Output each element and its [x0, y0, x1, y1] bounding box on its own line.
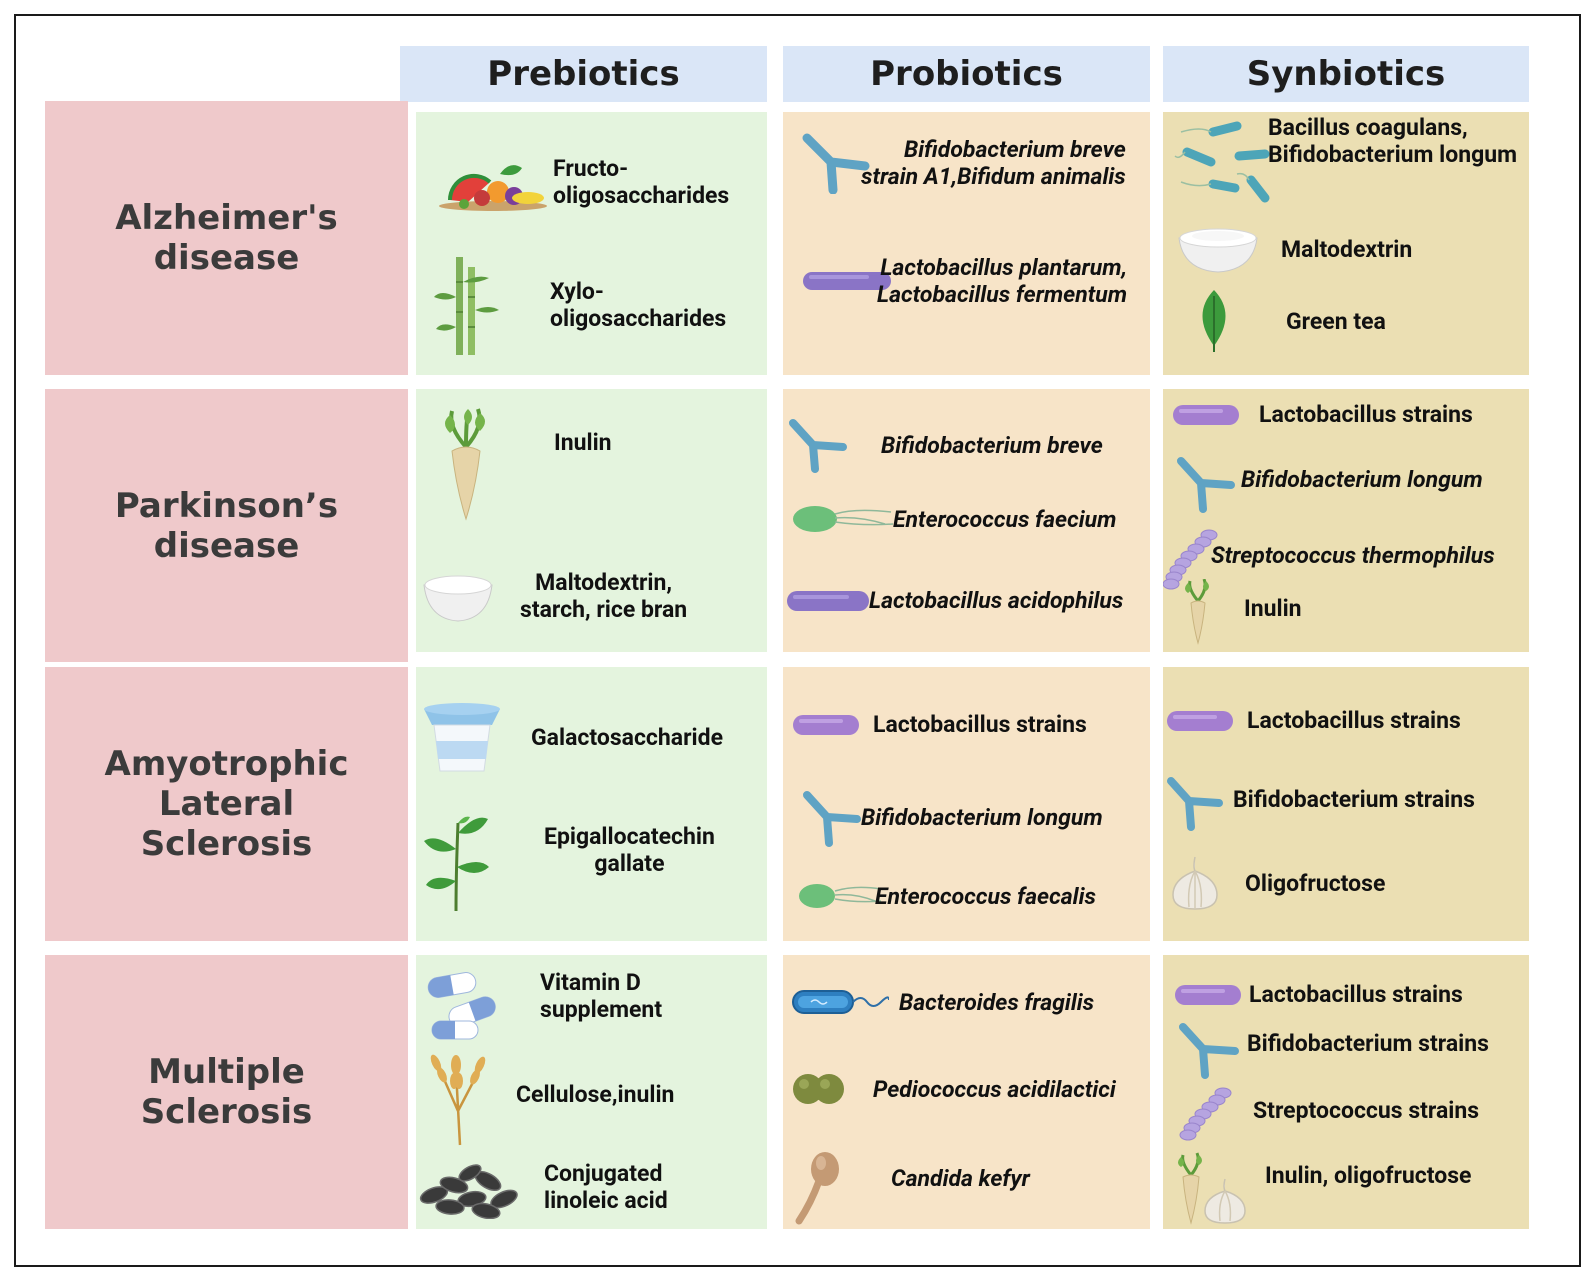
prebiotic-label: Conjugated linoleic acid: [544, 1160, 668, 1214]
bifidobacterium-icon: [1177, 457, 1235, 513]
yogurt-cup-icon: [424, 703, 500, 772]
synbiotic-label: Inulin, oligofructose: [1265, 1161, 1472, 1189]
cell-ms-probiotics: Bacteroides fragilis Pediococcus acidila…: [783, 955, 1150, 1229]
synbiotic-label: Bacillus coagulans, Bifidobacterium long…: [1268, 114, 1518, 168]
bifidobacterium-icon: [803, 791, 861, 847]
prebiotic-label: Epigallocatechin gallate: [544, 823, 715, 877]
probiotic-label: Pediococcus acidilactici: [873, 1075, 1116, 1103]
prebiotic-label: Maltodextrin, starch, rice bran: [520, 569, 688, 623]
bacteroides-icon: [792, 990, 889, 1014]
probiotic-label: Lactobacillus plantarum, Lactobacillus f…: [877, 254, 1128, 308]
cell-parkinsons-synbiotics: Lactobacillus strains Bifidobacterium lo…: [1163, 389, 1529, 652]
bifidobacterium-icon: [789, 419, 847, 473]
bifidobacterium-icon: [1167, 777, 1223, 831]
powder-bowl-icon: [1178, 228, 1258, 273]
probiotic-label: Bifidobacterium breve strain A1,Bifidum …: [861, 136, 1126, 190]
sunflower-seeds-icon: [419, 1164, 518, 1219]
synbiotic-label: Green tea: [1286, 307, 1386, 335]
synbiotic-label: Inulin: [1244, 594, 1302, 622]
tea-plant-icon: [424, 816, 489, 912]
cell-alzheimers-prebiotics: Fructo- oligosaccharides Xylo- oligosacc…: [416, 112, 767, 375]
bifidobacterium-icon: [1179, 1023, 1239, 1079]
disease-label-als: Amyotrophic Lateral Sclerosis: [45, 667, 408, 941]
lactobacillus-icon: [1173, 404, 1239, 425]
synbiotic-label: Lactobacillus strains: [1249, 981, 1463, 1008]
probiotic-label: Lactobacillus acidophilus: [869, 587, 1124, 614]
probiotic-label: Lactobacillus strains: [873, 711, 1087, 738]
candida-icon: [795, 1152, 839, 1225]
synbiotic-label: Bifidobacterium strains: [1233, 785, 1475, 813]
probiotic-label: Enterococcus faecium: [893, 505, 1117, 533]
powder-bowl-icon: [423, 575, 493, 622]
lactobacillus-icon: [787, 590, 869, 611]
lactobacillus-icon: [1167, 710, 1233, 731]
streptococcus-icon: [1179, 1087, 1232, 1141]
chicory-root-icon: [445, 408, 485, 521]
bamboo-icon: [434, 257, 499, 355]
disease-label-ms: Multiple Sclerosis: [45, 955, 408, 1229]
synbiotic-label: Streptococcus thermophilus: [1211, 541, 1495, 569]
probiotic-label: Bacteroides fragilis: [899, 988, 1095, 1016]
disease-label-alzheimers: Alzheimer's disease: [45, 101, 408, 375]
cell-als-synbiotics: Lactobacillus strains Bifidobacterium st…: [1163, 667, 1529, 941]
cell-alzheimers-synbiotics: Bacillus coagulans, Bifidobacterium long…: [1163, 112, 1529, 375]
prebiotic-label: Galactosaccharide: [531, 723, 723, 751]
prebiotic-label: Xylo- oligosaccharides: [550, 277, 727, 332]
lactobacillus-icon: [793, 714, 859, 735]
enterococcus-icon: [793, 506, 894, 532]
leaf-icon: [1202, 290, 1226, 352]
probiotic-label: Candida kefyr: [891, 1164, 1030, 1192]
chicory-garlic-icon: [1178, 1152, 1246, 1225]
cell-ms-prebiotics: Vitamin D supplement Cellulose,inulin: [416, 955, 767, 1229]
disease-label-parkinsons: Parkinson’s disease: [45, 389, 408, 662]
lactobacillus-icon: [803, 272, 891, 290]
prebiotic-label: Inulin: [554, 428, 612, 456]
prebiotic-label: Fructo- oligosaccharides: [553, 155, 730, 209]
synbiotic-label: Streptococcus strains: [1253, 1096, 1480, 1124]
prebiotic-label: Cellulose,inulin: [516, 1080, 675, 1108]
prebiotic-label: Vitamin D supplement: [540, 969, 663, 1023]
cell-parkinsons-probiotics: Bifidobacterium breve Enterococcus faeci…: [783, 389, 1150, 652]
bacillus-icon: [1174, 121, 1270, 203]
synbiotic-label: Oligofructose: [1245, 869, 1386, 897]
header-prebiotics: Prebiotics: [400, 46, 767, 102]
synbiotic-label: Lactobacillus strains: [1247, 707, 1461, 734]
cell-ms-synbiotics: Lactobacillus strains Bifidobacterium st…: [1163, 955, 1529, 1229]
probiotic-label: Bifidobacterium breve: [881, 431, 1103, 459]
bifidobacterium-icon: [802, 133, 870, 194]
cell-als-probiotics: Lactobacillus strains Bifidobacterium lo…: [783, 667, 1150, 941]
capsules-icon: [427, 972, 496, 1040]
synbiotic-label: Lactobacillus strains: [1259, 401, 1473, 428]
lactobacillus-icon: [1175, 984, 1241, 1005]
header-probiotics: Probiotics: [783, 46, 1150, 102]
garlic-icon: [1172, 856, 1218, 910]
synbiotic-label: Maltodextrin: [1281, 235, 1413, 263]
synbiotic-label: Bifidobacterium longum: [1241, 465, 1483, 493]
pediococcus-icon: [793, 1074, 844, 1104]
enterococcus-icon: [799, 884, 882, 908]
synbiotic-label: Bifidobacterium strains: [1247, 1029, 1489, 1057]
streptococcus-icon: [1163, 529, 1218, 590]
cell-alzheimers-probiotics: Bifidobacterium breve strain A1,Bifidum …: [783, 112, 1150, 375]
cell-als-prebiotics: Galactosaccharide Epigallocatechin galla…: [416, 667, 767, 941]
probiotic-label: Enterococcus faecalis: [875, 882, 1096, 910]
chicory-root-icon: [1185, 579, 1209, 645]
header-synbiotics: Synbiotics: [1163, 46, 1529, 102]
wheat-icon: [430, 1054, 486, 1146]
probiotic-label: Bifidobacterium longum: [861, 803, 1103, 831]
fruit-vegetables-icon: [439, 165, 547, 211]
figure-frame: [14, 14, 1581, 1267]
cell-parkinsons-prebiotics: Inulin Maltodextrin, starch, rice bran: [416, 389, 767, 652]
